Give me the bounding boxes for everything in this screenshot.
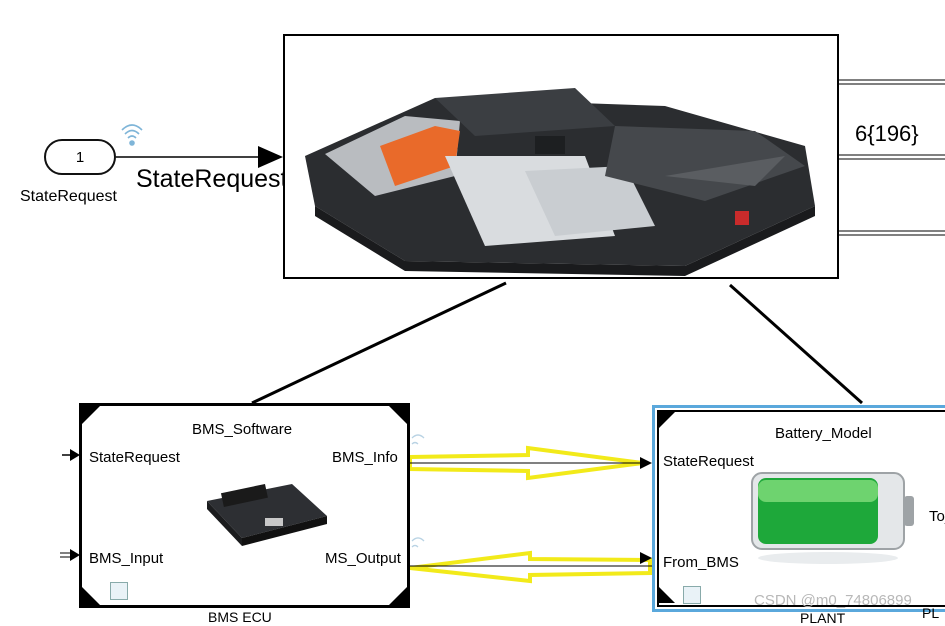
bms-info-highlight[interactable] [408, 445, 644, 481]
battery-icon [751, 472, 914, 564]
plant-connector-line [729, 283, 863, 405]
bus-lines[interactable] [839, 79, 945, 236]
clipped-block-label: PL [922, 605, 940, 621]
ecu-title: BMS_Software [192, 421, 293, 438]
ecu-block-name: BMS ECU [208, 609, 272, 625]
battery-pack-image [305, 88, 815, 276]
plant-mask-icon[interactable] [683, 586, 701, 604]
subsystem-corner-marks [82, 406, 407, 605]
battery-pack-image-block[interactable] [283, 34, 839, 279]
bus-dimension-label: 6{196} [855, 121, 919, 146]
watermark: CSDN @m0_74806899 [754, 592, 912, 609]
plant-block-name: PLANT [800, 610, 846, 626]
inport-number: 1 [75, 148, 85, 166]
plant-port-state-request[interactable]: StateRequest [663, 453, 754, 470]
subsystem-mask-icon[interactable] [110, 582, 128, 600]
state-request-arrowhead [258, 146, 283, 168]
plant-subsystem[interactable]: Battery_Model StateRequest From_BMS To_ [652, 405, 945, 612]
bms-output-highlight[interactable] [409, 550, 652, 584]
port-logging-icon [411, 434, 425, 548]
plant-port-from-bms[interactable]: From_BMS [663, 554, 739, 571]
ecu-port-bms-info[interactable]: BMS_Info [332, 449, 398, 466]
plant-title: Battery_Model [775, 425, 872, 442]
ecu-connector-line [251, 281, 507, 405]
signal-logging-icon [121, 124, 143, 146]
ecu-state-request-arrowhead [70, 449, 80, 461]
inport-name-label: StateRequest [20, 188, 117, 205]
ecu-port-state-request[interactable]: StateRequest [89, 449, 180, 466]
ecu-hardware-image [207, 483, 327, 546]
plant-inner-frame [657, 410, 945, 607]
ecu-port-bms-output[interactable]: MS_Output [325, 550, 401, 567]
bms-ecu-subsystem[interactable]: BMS_Software StateRequest BMS_Input BMS_… [79, 403, 410, 608]
plant-port-to[interactable]: To_ [929, 508, 945, 525]
plant-corner-marks [659, 412, 914, 603]
plant-from-bms-arrowhead [640, 552, 652, 564]
bms-info-arrowhead [640, 457, 652, 469]
ecu-bms-input-arrowhead [70, 549, 80, 561]
state-request-inport[interactable]: 1 [44, 139, 116, 175]
ecu-port-bms-input[interactable]: BMS_Input [89, 550, 164, 567]
signal-name-label: StateRequest [136, 165, 288, 193]
